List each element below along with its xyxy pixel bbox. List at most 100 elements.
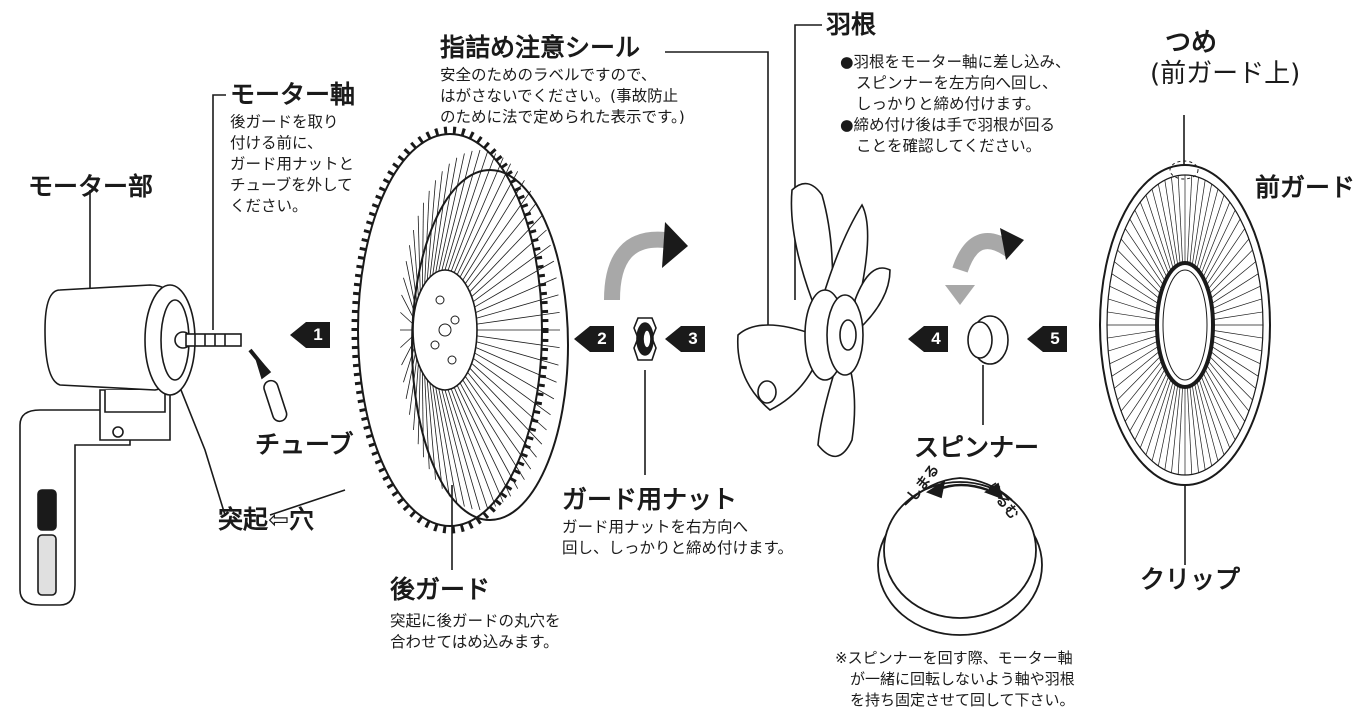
guard-spoke [1129, 218, 1166, 282]
left-arrow-icon [1027, 326, 1043, 352]
guard-spoke [1157, 383, 1176, 467]
guard-spoke [429, 382, 443, 489]
guard-spoke [1212, 330, 1263, 339]
guard-spoke [421, 202, 424, 288]
guard-spoke [1134, 209, 1168, 278]
front-guard-illustration [1099, 160, 1271, 486]
blade-text-5: ことを確認してください。 [856, 137, 1042, 155]
note-text-1: ※スピンナーを回す際、モーター軸 [835, 649, 1073, 667]
guard-spoke [1177, 175, 1183, 264]
rear-guard-illustration [351, 126, 569, 534]
guard-spoke [1187, 175, 1193, 264]
guard-spoke [1212, 311, 1263, 320]
guard-spoke [1171, 177, 1181, 264]
step-5-marker: 5 [1027, 326, 1067, 352]
spinner-label: スピンナー [914, 433, 1040, 462]
guard-spoke [1111, 273, 1159, 305]
guard-spoke [1164, 384, 1179, 470]
guard-spoke [1151, 381, 1174, 462]
finger-sticker-text-3: のために法で定められた表示です。) [440, 108, 685, 126]
step-number: 3 [681, 326, 705, 352]
guard-spoke [474, 260, 555, 308]
guard-spoke [432, 385, 450, 497]
step-3-marker: 3 [665, 326, 705, 352]
guard-spoke [441, 389, 473, 510]
guard-spoke [447, 389, 489, 510]
guard-spoke [456, 163, 511, 275]
guard-spoke [444, 149, 481, 271]
guard-spoke [1124, 364, 1164, 422]
guard-spoke [1206, 228, 1246, 286]
spinner-illustration [945, 228, 1024, 365]
step-number: 5 [1043, 326, 1067, 352]
claw-title: つめ [1165, 28, 1218, 58]
guard-spoke [1211, 345, 1259, 377]
guard-spoke [1151, 188, 1174, 269]
guard-spoke [1139, 201, 1170, 275]
blade-text-3: しっかりと締め付けます。 [856, 95, 1041, 113]
guard-spoke [469, 215, 543, 293]
guard-spoke [400, 312, 414, 325]
guard-spoke [476, 335, 560, 349]
motor-shaft-text-2: 付ける前に、 [230, 134, 323, 152]
guard-spoke [1208, 355, 1253, 401]
guard-spoke [1198, 378, 1225, 456]
guard-spoke [426, 180, 436, 281]
guard-spoke [424, 190, 430, 284]
guard-spoke [450, 388, 496, 507]
hole-text: 穴 [288, 505, 314, 534]
guard-spoke [459, 171, 519, 278]
guard-spoke [459, 382, 519, 489]
guard-spoke [476, 311, 560, 325]
guard-spoke [403, 347, 415, 383]
step-4-marker: 4 [908, 326, 948, 352]
guard-spoke [462, 379, 525, 480]
tube-illustration [248, 348, 288, 423]
step-number: 4 [924, 326, 948, 352]
guard-spoke [1212, 298, 1262, 315]
blade-description: ●羽根をモーター軸に差し込み、 スピンナーを左方向へ回し、 しっかりと締め付けま… [840, 52, 1071, 157]
guard-spoke [472, 244, 551, 303]
rear-guard-label: 後ガード 突起に後ガードの丸穴を 合わせてはめ込みます。 [390, 575, 561, 653]
guard-spoke [1196, 381, 1219, 462]
guard-spoke [1211, 285, 1261, 310]
guard-spoke [1191, 384, 1206, 470]
guard-spoke [1198, 194, 1225, 272]
guard-spoke [469, 367, 543, 445]
guard-spoke [1124, 228, 1164, 286]
motor-unit-label: モーター部 [28, 172, 154, 201]
guard-spoke [1164, 180, 1179, 266]
tube-label: チューブ [255, 430, 354, 459]
motor-shaft-text-3: ガード用ナットと [230, 155, 355, 173]
guard-nut-title: ガード用ナット [562, 485, 738, 514]
rear-guard-text-1: 突起に後ガードの丸穴を [390, 612, 561, 630]
finger-sticker-text-2: はがさないでください。(事故防止 [440, 87, 679, 105]
step-1-marker: 1 [290, 322, 330, 348]
claw-label: つめ (前ガード上) [1150, 28, 1300, 90]
guard-spoke [475, 347, 557, 383]
guard-spoke [409, 245, 418, 302]
guard-spoke [471, 229, 547, 297]
protrusion-hole-label: 突起⇦穴 [218, 505, 314, 535]
guard-spoke [1189, 386, 1199, 473]
guard-spoke [462, 180, 525, 281]
guard-spoke [426, 379, 436, 480]
guard-spoke [1207, 238, 1250, 290]
guard-spoke [1211, 340, 1261, 365]
guard-spoke [421, 372, 424, 458]
guard-spoke [456, 385, 511, 497]
guard-spoke [1196, 188, 1219, 269]
guard-spoke [405, 352, 416, 399]
guard-spoke [1139, 375, 1170, 449]
guard-spoke [453, 387, 504, 503]
front-guard-label: 前ガード [1255, 173, 1356, 202]
rear-guard-text-2: 合わせてはめ込みます。 [390, 633, 559, 651]
spinner-detail-illustration [877, 477, 1043, 636]
guard-spoke [413, 363, 419, 431]
guard-spoke [1120, 360, 1163, 412]
guard-spoke [1114, 261, 1160, 300]
blade-text-4: ●締め付け後は手で羽根が回る [840, 116, 1056, 134]
guard-spoke [1108, 298, 1158, 315]
motor-shaft-label: モーター軸 後ガードを取り 付ける前に、 ガード用ナットと チューブを外して く… [230, 80, 355, 217]
guard-spoke [1109, 285, 1159, 310]
